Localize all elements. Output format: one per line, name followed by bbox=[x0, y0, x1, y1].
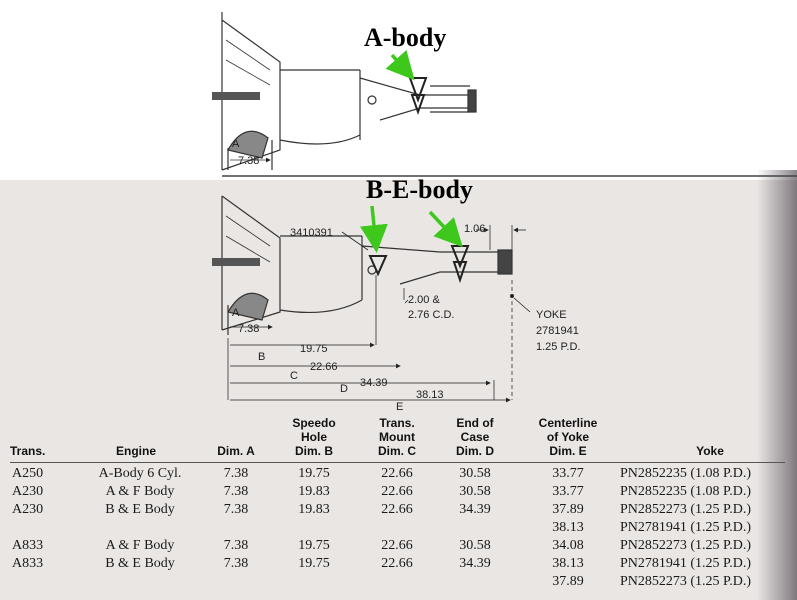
cell-c: 22.66 bbox=[381, 484, 413, 499]
header-dim-a: Dim. A bbox=[217, 444, 255, 458]
header-centerline: Centerline of Yoke Dim. E bbox=[538, 416, 598, 458]
dim-3813: 38.13 bbox=[416, 389, 444, 401]
dim-2266: 22.66 bbox=[310, 361, 338, 373]
dim-276: 2.76 C.D. bbox=[408, 309, 454, 321]
cell-b: 19.75 bbox=[298, 538, 330, 553]
cell-c: 22.66 bbox=[381, 556, 413, 571]
cell-e: 37.89 bbox=[552, 502, 584, 517]
table-row: A833 B & E Body 7.38 19.75 22.66 34.39 38.13 PN… bbox=[0, 556, 797, 574]
cell-trans: A230 bbox=[12, 502, 44, 517]
a-body-label: A-body bbox=[364, 23, 446, 52]
cell-yoke: PN2852235 (1.08 P.D.) bbox=[620, 466, 752, 481]
header-trans: Trans. bbox=[10, 444, 46, 458]
cell-engine: A & F Body bbox=[105, 538, 175, 553]
cell-d: 30.58 bbox=[459, 538, 491, 553]
label-e: E bbox=[396, 401, 403, 412]
header-speedo: Speedo Hole Dim. B bbox=[292, 416, 336, 458]
cell-c: 22.66 bbox=[381, 502, 413, 517]
top-paper-area bbox=[0, 0, 797, 180]
cell-b: 19.83 bbox=[298, 484, 330, 499]
yoke-point bbox=[510, 294, 514, 298]
cell-c: 22.66 bbox=[381, 538, 413, 553]
cell-e: 34.08 bbox=[552, 538, 584, 553]
cell-engine: A & F Body bbox=[105, 484, 175, 499]
cell-e: 33.77 bbox=[552, 466, 584, 481]
be-body-label: B-E-body bbox=[366, 175, 473, 204]
cell-e: 38.13 bbox=[552, 520, 584, 535]
transmission-diagram: A 7.38 A-body bbox=[212, 12, 797, 412]
cell-d: 34.39 bbox=[459, 502, 491, 517]
cell-b: 19.75 bbox=[298, 556, 330, 571]
cell-c: 22.66 bbox=[381, 466, 413, 481]
dim-1975: 19.75 bbox=[300, 343, 328, 355]
table-row: 38.13 PN2781941 (1.25 P.D.) bbox=[0, 520, 797, 538]
cell-d: 30.58 bbox=[459, 466, 491, 481]
cell-yoke: PN2852273 (1.25 P.D.) bbox=[620, 502, 752, 517]
cell-a: 7.38 bbox=[223, 556, 249, 571]
a-body-drawing bbox=[212, 12, 797, 177]
yoke-label-1: YOKE bbox=[536, 309, 567, 321]
cell-trans: A250 bbox=[12, 466, 44, 481]
label-d: D bbox=[340, 383, 348, 395]
cell-e: 38.13 bbox=[552, 556, 584, 571]
part-3410391: 3410391 bbox=[290, 227, 333, 239]
cell-engine: B & E Body bbox=[105, 502, 175, 517]
cell-yoke: PN2852273 (1.25 P.D.) bbox=[620, 538, 752, 553]
dim-200: 2.00 & bbox=[408, 294, 440, 306]
cell-b: 19.75 bbox=[298, 466, 330, 481]
header-yoke: Yoke bbox=[696, 444, 724, 458]
cell-e: 33.77 bbox=[552, 484, 584, 499]
dim-3439: 34.39 bbox=[360, 377, 388, 389]
label-b: B bbox=[258, 351, 265, 363]
page-edge-shadow bbox=[757, 170, 797, 600]
label-c: C bbox=[290, 370, 298, 382]
table-row: A230 B & E Body 7.38 19.83 22.66 34.39 37.89 PN… bbox=[0, 502, 797, 520]
table-row: A833 A & F Body 7.38 19.75 22.66 30.58 34.08 PN… bbox=[0, 538, 797, 556]
be-body-arrow-right bbox=[428, 210, 463, 248]
cell-yoke: PN2852273 (1.25 P.D.) bbox=[620, 574, 752, 589]
cell-yoke: PN2781941 (1.25 P.D.) bbox=[620, 556, 752, 571]
cell-a: 7.38 bbox=[223, 538, 249, 553]
label-a-bottom: A bbox=[232, 307, 240, 319]
dim-106: 1.06 bbox=[464, 223, 485, 235]
yoke-label-2: 2781941 bbox=[536, 325, 579, 337]
a-body-arrow bbox=[385, 50, 415, 81]
header-divider bbox=[10, 462, 785, 463]
dim-738-bottom: 7.38 bbox=[238, 323, 259, 335]
be-body-drawing bbox=[212, 195, 513, 400]
cell-e: 37.89 bbox=[552, 574, 584, 589]
cell-trans: A230 bbox=[12, 484, 44, 499]
header-end-case: End of Case Dim. D bbox=[455, 416, 494, 458]
dim-738-top: 7.38 bbox=[238, 155, 259, 167]
cell-engine: B & E Body bbox=[105, 556, 175, 571]
cell-a: 7.38 bbox=[223, 484, 249, 499]
cell-trans: A833 bbox=[12, 556, 44, 571]
cell-a: 7.38 bbox=[223, 502, 249, 517]
cell-d: 30.58 bbox=[459, 484, 491, 499]
cell-trans: A833 bbox=[12, 538, 44, 553]
yoke-label-3: 1.25 P.D. bbox=[536, 341, 580, 353]
cell-yoke: PN2852235 (1.08 P.D.) bbox=[620, 484, 752, 499]
cell-b: 19.83 bbox=[298, 502, 330, 517]
table-row: A230 A & F Body 7.38 19.83 22.66 30.58 33.77 PN… bbox=[0, 484, 797, 502]
be-body-arrow-left bbox=[359, 205, 388, 253]
cell-engine: A-Body 6 Cyl. bbox=[98, 466, 182, 481]
header-engine: Engine bbox=[115, 444, 156, 458]
table-row: A250 A-Body 6 Cyl. 7.38 19.75 22.66 30.58 33.7… bbox=[0, 466, 797, 484]
cell-d: 34.39 bbox=[459, 556, 491, 571]
cell-a: 7.38 bbox=[223, 466, 249, 481]
header-mount: Trans. Mount Dim. C bbox=[377, 416, 416, 458]
table-row: 37.89 PN2852273 (1.25 P.D.) bbox=[0, 574, 797, 592]
cell-yoke: PN2781941 (1.25 P.D.) bbox=[620, 520, 752, 535]
label-a-top: A bbox=[232, 138, 240, 150]
dimension-lines bbox=[230, 227, 531, 403]
